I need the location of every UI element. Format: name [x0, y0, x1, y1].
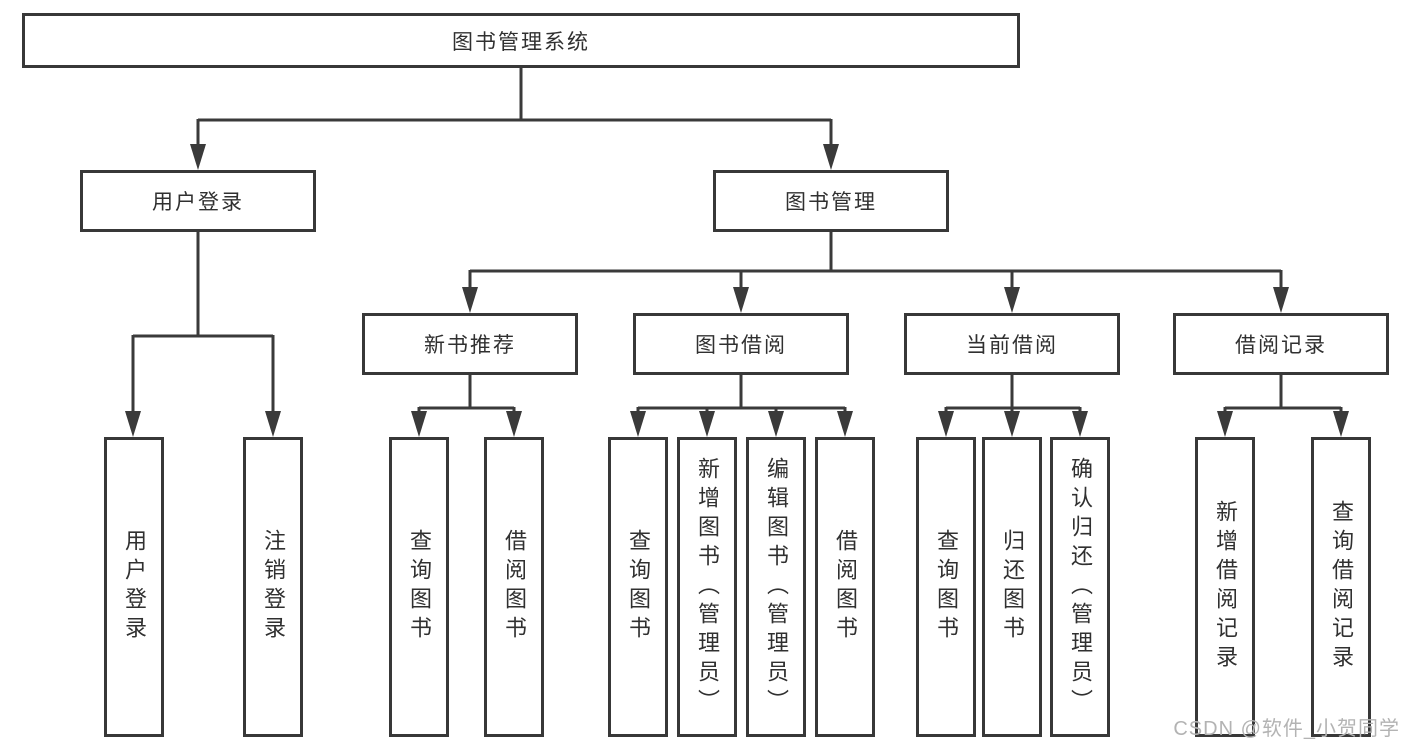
leaf-bb-query-books-label: 查询图书 — [626, 529, 651, 645]
arrowheads — [125, 144, 1349, 437]
watermark: CSDN @软件_小贺同学 — [1173, 718, 1400, 740]
connector-lines — [131, 68, 1343, 420]
node-user-login-label: 用户登录 — [152, 191, 244, 214]
node-book-management: 图书管理 — [713, 170, 949, 232]
node-current-borrowing-label: 当前借阅 — [966, 334, 1058, 357]
leaf-bb-borrow-books: 借阅图书 — [815, 437, 875, 737]
leaf-user-login: 用户登录 — [104, 437, 164, 737]
leaf-br-query-record-label: 查询借阅记录 — [1329, 500, 1354, 674]
leaf-cb-query-books: 查询图书 — [916, 437, 976, 737]
leaf-nbr-query-books: 查询图书 — [389, 437, 449, 737]
node-book-borrowing: 图书借阅 — [633, 313, 849, 375]
leaf-bb-borrow-books-label: 借阅图书 — [833, 529, 858, 645]
node-book-management-label: 图书管理 — [785, 191, 877, 214]
leaf-bb-add-books-admin: 新增图书（管理员） — [677, 437, 737, 737]
node-borrowing-records-label: 借阅记录 — [1235, 334, 1327, 357]
node-current-borrowing: 当前借阅 — [904, 313, 1120, 375]
leaf-bb-add-books-admin-label: 新增图书（管理员） — [695, 456, 720, 718]
node-new-book-recommendation-label: 新书推荐 — [424, 334, 516, 357]
node-borrowing-records: 借阅记录 — [1173, 313, 1389, 375]
leaf-nbr-borrow-books-label: 借阅图书 — [502, 529, 527, 645]
leaf-nbr-query-books-label: 查询图书 — [407, 529, 432, 645]
leaf-bb-edit-books-admin-label: 编辑图书（管理员） — [764, 456, 789, 718]
node-root-label: 图书管理系统 — [452, 30, 590, 54]
node-root: 图书管理系统 — [22, 13, 1020, 68]
leaf-logout: 注销登录 — [243, 437, 303, 737]
leaf-cb-confirm-return-admin: 确认归还（管理员） — [1050, 437, 1110, 737]
node-user-login: 用户登录 — [80, 170, 316, 232]
leaf-br-add-record: 新增借阅记录 — [1195, 437, 1255, 737]
leaf-nbr-borrow-books: 借阅图书 — [484, 437, 544, 737]
leaf-br-add-record-label: 新增借阅记录 — [1213, 500, 1238, 674]
leaf-cb-confirm-return-admin-label: 确认归还（管理员） — [1068, 456, 1093, 718]
leaf-br-query-record: 查询借阅记录 — [1311, 437, 1371, 737]
node-book-borrowing-label: 图书借阅 — [695, 334, 787, 357]
node-new-book-recommendation: 新书推荐 — [362, 313, 578, 375]
leaf-cb-query-books-label: 查询图书 — [934, 529, 959, 645]
leaf-cb-return-books-label: 归还图书 — [1000, 529, 1025, 645]
leaf-bb-edit-books-admin: 编辑图书（管理员） — [746, 437, 806, 737]
leaf-logout-label: 注销登录 — [261, 529, 286, 645]
leaf-bb-query-books: 查询图书 — [608, 437, 668, 737]
leaf-user-login-label: 用户登录 — [122, 529, 147, 645]
leaf-cb-return-books: 归还图书 — [982, 437, 1042, 737]
